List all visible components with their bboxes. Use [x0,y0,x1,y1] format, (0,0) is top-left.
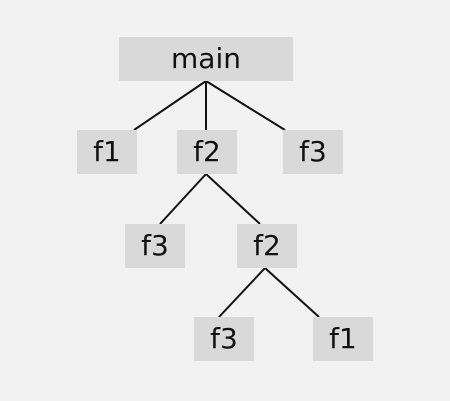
node-f1: f1 [77,130,137,174]
node-f3: f3 [283,130,343,174]
node-f1: f1 [313,317,373,361]
edge-main-f3 [205,80,286,131]
edge-f2-f2 [205,173,261,225]
node-f3: f3 [125,224,185,268]
edge-f2b-f3 [218,267,266,318]
node-f2: f2 [237,224,297,268]
node-main: main [119,37,293,81]
node-f2: f2 [177,130,237,174]
edge-f2-f3 [159,173,207,225]
node-f3: f3 [194,317,254,361]
edge-main-f1 [133,80,207,131]
edge-f2b-f1 [264,267,320,318]
